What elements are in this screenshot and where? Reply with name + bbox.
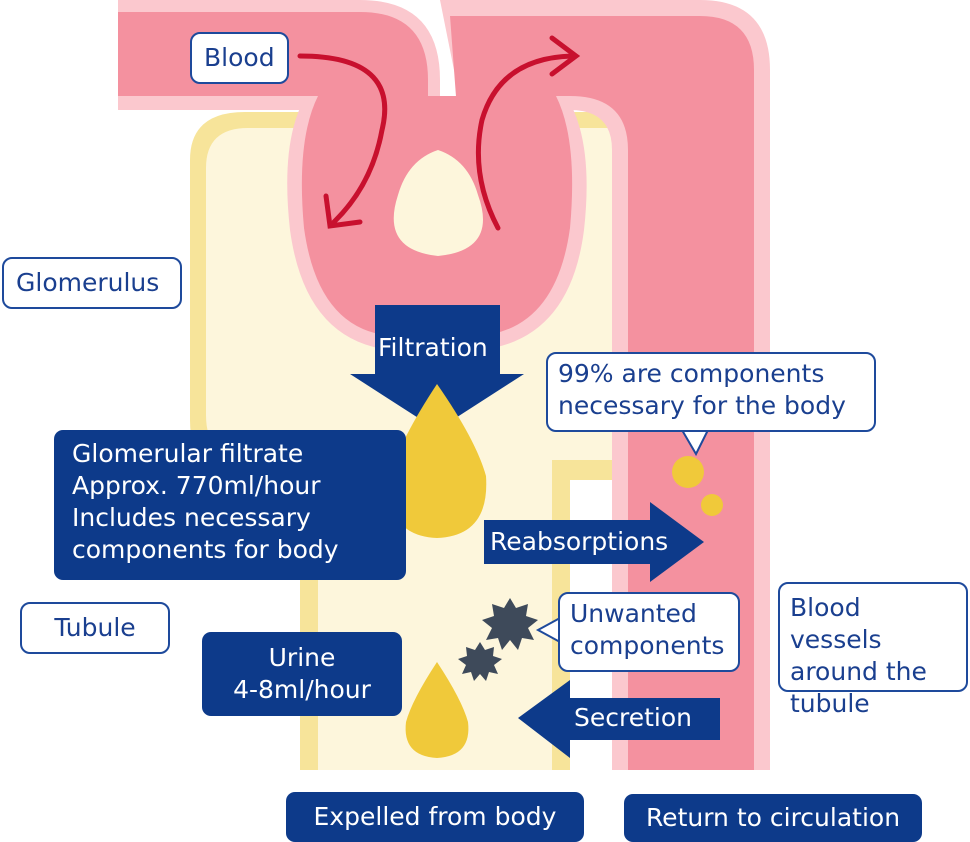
blood-flow-out-arrowhead bbox=[549, 35, 581, 77]
blood-flow-out-arrow bbox=[475, 53, 575, 231]
fluid-drops bbox=[389, 384, 723, 758]
urine-line-2: 4-8ml/hour bbox=[233, 675, 371, 704]
glomerular-filtrate-box: Glomerular filtrate Approx. 770ml/hour I… bbox=[54, 430, 406, 580]
tubule-label: Tubule bbox=[20, 602, 170, 654]
secretion-label: Secretion bbox=[574, 703, 692, 732]
filtrate-line-2: Approx. 770ml/hour bbox=[72, 471, 321, 500]
unwanted-line-2: components bbox=[570, 631, 725, 660]
components-necessary-bubble: 99% are components necessary for the bod… bbox=[546, 352, 876, 432]
vessel-right-body bbox=[450, 16, 754, 770]
filtrate-line-3: Includes necessary bbox=[72, 503, 311, 532]
waste-particles bbox=[458, 598, 538, 681]
glomerulus-center-hole bbox=[393, 150, 483, 256]
urine-line-1: Urine bbox=[268, 643, 336, 672]
filtrate-drop-icon bbox=[389, 384, 487, 538]
blood-flow-in-arrowhead bbox=[323, 193, 363, 229]
components-line-1: 99% are components bbox=[558, 359, 825, 388]
peritubular-vessel bbox=[440, 0, 770, 770]
vessels-line-3: tubule bbox=[790, 689, 870, 718]
expelled-from-body-label: Expelled from body bbox=[286, 792, 584, 842]
reabsorption-arrow bbox=[484, 502, 704, 582]
blood-flow-in-arrow bbox=[297, 53, 388, 225]
filtrate-line-4: components for body bbox=[72, 535, 339, 564]
unwanted-components-bubble: Unwanted components bbox=[558, 592, 740, 672]
blood-label: Blood bbox=[190, 32, 289, 84]
filtration-label: Filtration bbox=[378, 333, 488, 362]
urine-box: Urine 4-8ml/hour bbox=[202, 632, 402, 716]
components-bubble-tail bbox=[681, 429, 709, 457]
process-arrows bbox=[350, 305, 720, 758]
filtrate-line-1: Glomerular filtrate bbox=[72, 439, 304, 468]
component-dot-large bbox=[672, 456, 704, 488]
unwanted-bubble-tail bbox=[535, 617, 561, 643]
blood-flow-arrows bbox=[297, 35, 581, 231]
secretion-arrow bbox=[518, 680, 720, 758]
components-line-2: necessary for the body bbox=[558, 391, 846, 420]
reabsorptions-label: Reabsorptions bbox=[490, 527, 669, 556]
urine-drop-icon bbox=[405, 662, 469, 758]
waste-gear-small-icon bbox=[458, 642, 502, 681]
vessels-line-2: around the bbox=[790, 657, 927, 686]
filtration-arrow bbox=[350, 305, 524, 430]
return-to-circulation-label: Return to circulation bbox=[624, 794, 922, 842]
waste-gear-large-icon bbox=[482, 598, 538, 650]
component-dot-small bbox=[701, 494, 723, 516]
glomerulus-label: Glomerulus bbox=[2, 257, 182, 309]
vessels-line-1: Blood vessels bbox=[790, 593, 882, 654]
blood-vessels-label: Blood vessels around the tubule bbox=[778, 582, 968, 718]
unwanted-line-1: Unwanted bbox=[570, 599, 697, 628]
